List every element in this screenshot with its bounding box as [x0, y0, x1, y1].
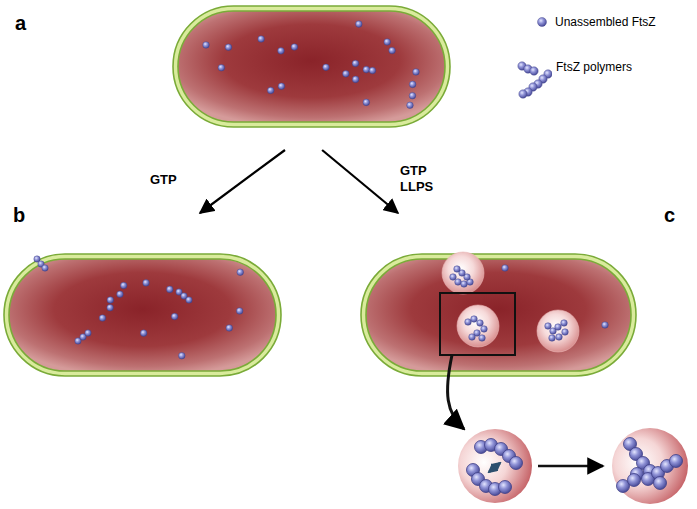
- ftsz-monomer: [628, 474, 641, 487]
- ftsz-monomer: [409, 92, 416, 99]
- ftsz-monomer: [166, 286, 173, 293]
- panel-letter: c: [664, 205, 675, 225]
- process-arrow: [538, 465, 603, 468]
- ftsz-monomer: [450, 274, 457, 281]
- ftsz-monomer: [186, 297, 192, 303]
- ftsz-monomer: [549, 335, 556, 342]
- ftsz-monomer: [510, 457, 523, 470]
- ftsz-monomer: [461, 281, 468, 288]
- ftsz-monomer: [117, 291, 124, 298]
- ftsz-monomer: [218, 64, 225, 71]
- reagent-label: GTP LLPS: [400, 163, 444, 196]
- ftsz-monomer: [502, 265, 509, 272]
- legend-text: Unassembled FtsZ: [555, 15, 656, 29]
- ftsz-monomer: [352, 76, 359, 83]
- bacterial-cell: c: [360, 253, 637, 377]
- ftsz-monomer: [85, 330, 91, 336]
- ftsz-monomer: [499, 481, 512, 494]
- ftsz-monomer: [203, 42, 210, 49]
- panel-letter: b: [13, 205, 25, 225]
- legend-entry: Unassembled FtsZ: [533, 14, 656, 30]
- ftsz-monomer: [465, 319, 472, 326]
- legend-entry: FtsZ polymers: [514, 60, 632, 100]
- ftsz-monomer: [471, 316, 478, 323]
- ftsz-monomer: [538, 18, 547, 27]
- bacterial-cell: b: [3, 253, 282, 377]
- ftsz-monomer: [670, 455, 683, 468]
- ftsz-monomer: [477, 320, 484, 327]
- ftsz-monomer: [454, 266, 461, 273]
- ftsz-monomer: [226, 325, 233, 332]
- ftsz-monomer: [178, 352, 185, 359]
- ftsz-monomer: [143, 280, 150, 287]
- ftsz-monomer: [42, 265, 48, 271]
- bacterial-cell: a: [172, 5, 451, 128]
- condensate-droplet: [537, 310, 579, 352]
- ftsz-monomer: [107, 297, 114, 304]
- ftsz-monomer: [363, 99, 370, 106]
- ftsz-monomer: [291, 44, 298, 51]
- ftsz-monomer: [278, 48, 285, 55]
- ftsz-monomer: [602, 322, 609, 329]
- inset-droplet: [612, 428, 688, 504]
- ftsz-monomer: [413, 69, 420, 76]
- ftsz-monomer: [171, 313, 178, 320]
- ftsz-monomer: [267, 87, 274, 94]
- ftsz-monomer: [107, 304, 114, 311]
- ftsz-monomer: [481, 326, 488, 333]
- ftsz-monomer: [409, 81, 416, 88]
- legend-sample: [514, 60, 552, 100]
- zoom-box: [440, 293, 515, 355]
- cell-outline: [360, 253, 637, 377]
- ftsz-monomer: [120, 282, 127, 289]
- ftsz-monomer: [455, 279, 462, 286]
- panel-letter: a: [15, 13, 26, 33]
- zoom-arrow: [448, 355, 464, 429]
- ftsz-monomer: [352, 60, 359, 67]
- condensate-droplet: [457, 305, 499, 347]
- ftsz-monomer: [323, 64, 330, 71]
- ftsz-monomer: [225, 44, 232, 51]
- ftsz-monomer: [99, 315, 106, 322]
- ftsz-monomer: [363, 66, 370, 73]
- ftsz-monomer: [555, 324, 562, 331]
- ftsz-monomer: [356, 21, 363, 28]
- reagent-label: GTP: [150, 172, 177, 188]
- ftsz-monomer: [278, 83, 285, 90]
- ftsz-monomer: [407, 102, 414, 109]
- ftsz-monomer: [389, 47, 396, 54]
- cell-outline: [3, 253, 282, 377]
- legend-sample: [533, 14, 551, 30]
- ftsz-monomer: [343, 71, 350, 78]
- ftsz-monomer: [519, 90, 527, 98]
- ftsz-monomer: [237, 269, 244, 276]
- ftsz-monomer: [469, 334, 476, 341]
- interaction-arrow: [489, 463, 500, 472]
- ftsz-monomer: [561, 320, 568, 327]
- cell-outline: [172, 5, 451, 128]
- ftsz-monomer: [258, 36, 265, 43]
- ftsz-monomer: [140, 330, 147, 337]
- ftsz-monomer: [236, 308, 243, 315]
- inset-droplet: [458, 429, 532, 503]
- ftsz-monomer: [479, 335, 486, 342]
- ftsz-monomer: [556, 334, 563, 341]
- reaction-arrow: [322, 150, 398, 213]
- reaction-arrow: [200, 150, 285, 213]
- ftsz-monomer: [545, 323, 552, 330]
- ftsz-monomer: [530, 67, 538, 75]
- ftsz-monomer: [369, 67, 376, 74]
- legend-text: FtsZ polymers: [556, 60, 632, 74]
- ftsz-monomer: [562, 329, 569, 336]
- condensate-droplet: [442, 252, 484, 294]
- ftsz-monomer: [654, 477, 667, 490]
- ftsz-monomer: [384, 39, 391, 46]
